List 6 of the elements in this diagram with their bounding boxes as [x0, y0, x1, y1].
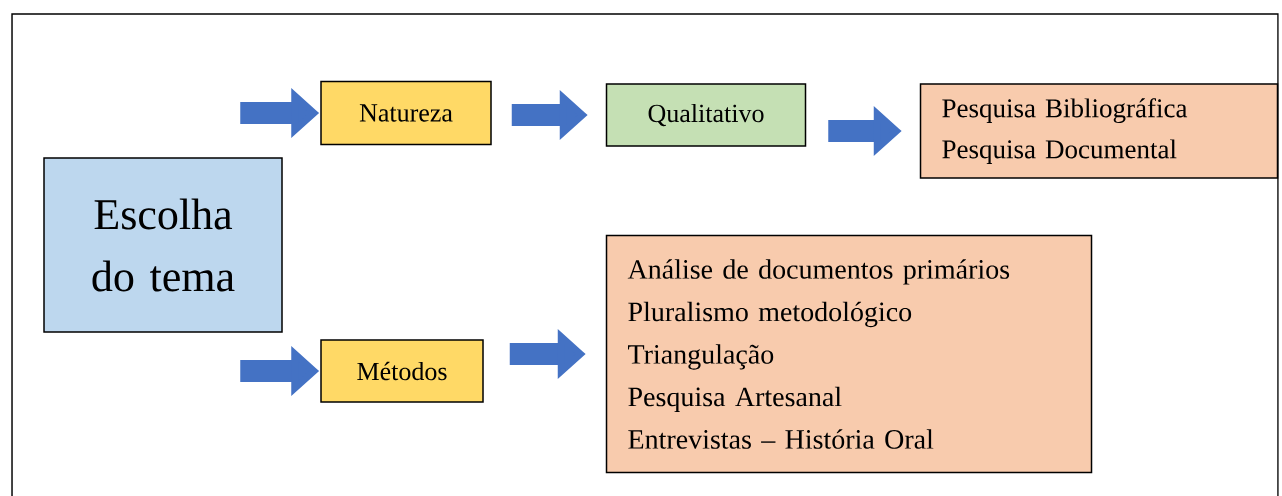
process-box: Qualitativo	[605, 83, 807, 147]
process-box: Métodos	[320, 339, 484, 403]
process-box: Pesquisa Bibliográfica Pesquisa Documental	[919, 83, 1279, 179]
process-box: Escolha do tema	[43, 157, 283, 333]
process-box: Natureza	[320, 80, 492, 146]
process-box: Análise de documentos primários Pluralismo metodológico Triangulação Pesquisa Artesanal Entrevistas – História Oral	[605, 234, 1093, 474]
